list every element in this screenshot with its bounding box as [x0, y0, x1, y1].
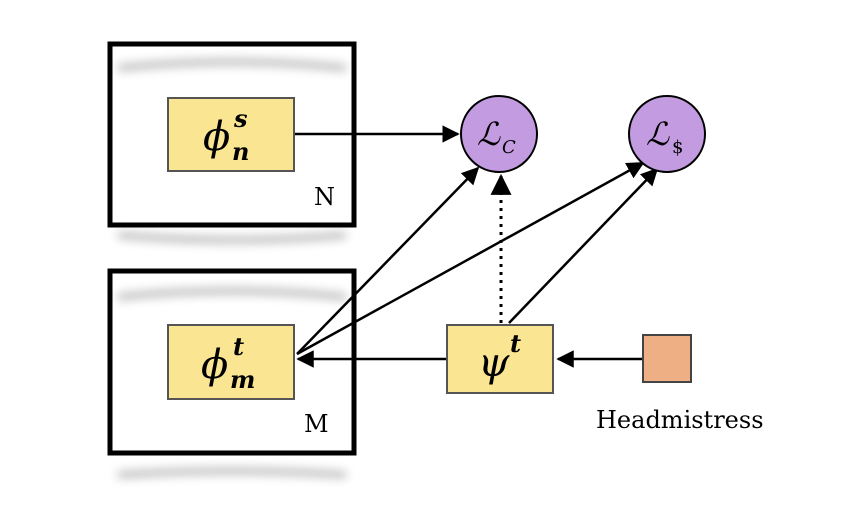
plate-bottom-label: M: [304, 410, 329, 438]
plate-bottom: [107, 268, 357, 456]
node-psi-t-sup: t: [510, 329, 521, 358]
node-headmistress: Headmistress: [596, 334, 764, 434]
plate-top-shadow: [117, 59, 347, 478]
node-loss-dollar-sub: $: [672, 137, 683, 158]
node-loss-c: ℒ C: [460, 95, 538, 173]
headmistress-label: Headmistress: [596, 406, 764, 434]
node-psi-t-base: ψ: [478, 340, 510, 386]
headmistress-square: [642, 334, 692, 383]
node-loss-c-sub: C: [502, 137, 516, 158]
node-phi-t-m-base: ϕ: [201, 342, 228, 388]
node-phi-s-n-sub: n: [232, 137, 249, 166]
plate-top-label: N: [314, 183, 335, 211]
node-psi-t: ψ t: [446, 324, 554, 394]
node-phi-s-n-base: ϕ: [203, 114, 230, 160]
edge-psi-t-to-loss-dollar: [508, 167, 659, 324]
node-loss-dollar-base: ℒ: [646, 115, 670, 153]
node-phi-s-n-sup: s: [233, 104, 248, 133]
node-loss-dollar: ℒ $: [628, 95, 706, 173]
edge-phi-t-m-to-loss-dollar: [296, 161, 645, 356]
node-phi-t-m: ϕ t m: [167, 324, 295, 400]
edge-phi-t-m-to-loss-c: [296, 166, 480, 355]
node-phi-t-m-sup: t: [233, 332, 244, 361]
node-phi-s-n: ϕ s n: [167, 97, 295, 172]
node-phi-t-m-sub: m: [230, 365, 255, 394]
node-loss-c-base: ℒ: [477, 115, 501, 153]
